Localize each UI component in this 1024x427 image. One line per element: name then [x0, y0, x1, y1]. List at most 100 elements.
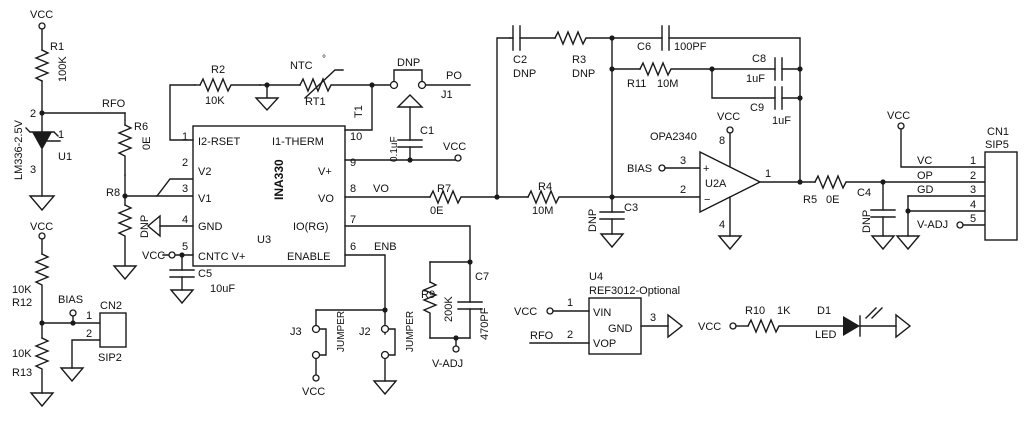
r1-ref: R1: [50, 41, 64, 53]
c5-value: 10uF: [210, 283, 235, 295]
u3-pin-num: 8: [350, 183, 356, 195]
r10-value: 1K: [777, 305, 791, 317]
r7-value: 0E: [430, 205, 443, 217]
r8-ref: R8: [106, 187, 120, 199]
u3-pin-num: 7: [350, 214, 356, 226]
cn2-connector: [99, 312, 127, 348]
u2a-part: OPA2340: [650, 131, 697, 143]
c3-capacitor: [599, 211, 625, 220]
cn1-connector: [984, 151, 1018, 241]
u2a-opamp: 3 2 + − U2A OPA2340 VCC 8 4 1: [650, 111, 816, 251]
u4-pin: 2: [567, 329, 573, 341]
c2-capacitor: [512, 25, 521, 51]
r12-resistor: [34, 253, 50, 324]
u1-pin2: 2: [30, 108, 36, 120]
r13-value: 10K: [12, 348, 32, 360]
vcc-label: VCC: [443, 141, 466, 153]
j1-label: PO: [446, 70, 462, 82]
ground-symbol: [28, 195, 56, 212]
ground-symbol: [717, 235, 743, 251]
u2a-ref: U2A: [705, 178, 727, 190]
ground-symbol: [59, 367, 85, 383]
ground-symbol: [254, 84, 280, 112]
d1-led: [843, 316, 860, 336]
j2-type: JUMPER: [405, 311, 416, 352]
u4-pin-name: VIN: [593, 307, 611, 319]
u2a-pin: 1: [765, 168, 771, 180]
c6-ref: C6: [637, 41, 651, 53]
u1-part: LM336-2.5V: [13, 119, 25, 180]
c2-ref: C2: [513, 54, 527, 66]
u3-part: INA330: [272, 159, 286, 200]
cn1-net: VC: [917, 155, 932, 167]
c2-value: DNP: [513, 68, 536, 80]
u3-pin-name: VO: [318, 193, 334, 205]
r11-ref: R11: [627, 78, 646, 90]
cn1-net: V-ADJ: [917, 219, 948, 231]
r5-resistor: [814, 174, 884, 190]
u3-pin-name: V+: [318, 166, 332, 178]
rt1-ref: RT1: [305, 96, 326, 108]
rfo-net-label: RFO: [530, 330, 554, 342]
r6-ref: R6: [134, 121, 148, 133]
cn2-pin: 1: [86, 310, 92, 322]
cn1-type: SIP5: [985, 139, 1009, 151]
c6-capacitor: [661, 25, 670, 51]
bias-label: BIAS: [58, 294, 83, 306]
cn1-ref: CN1: [987, 126, 1009, 138]
r2-ref: R2: [211, 64, 225, 76]
ground-symbol: [599, 233, 625, 249]
c7-value: 470PF: [479, 307, 491, 340]
cn2-ref: CN2: [100, 300, 122, 312]
rt1-type: NTC: [290, 60, 313, 72]
r12-value: 10K: [12, 284, 32, 296]
c5-capacitor: [169, 269, 195, 278]
u2a-pin: 2: [680, 184, 686, 196]
u1-ref: U1: [58, 151, 72, 163]
r6-value: 0E: [141, 137, 153, 150]
c1-ref: C1: [420, 125, 434, 137]
u3-pin-name: IO(RG): [293, 221, 328, 233]
cn1-net: OP: [917, 170, 933, 182]
u2a-pin: 8: [719, 135, 725, 147]
r13-ref: R13: [12, 367, 32, 379]
r3-resistor: [554, 30, 613, 46]
vcc-label: VCC: [698, 321, 721, 333]
r6-resistor: [117, 124, 133, 176]
c9-value: 1uF: [772, 115, 791, 127]
rfo-net-label: RFO: [102, 98, 126, 110]
c8-ref: C8: [752, 53, 766, 65]
r13-resistor: [34, 337, 50, 394]
vcc-label: VCC: [887, 110, 910, 122]
u2a-pin: 4: [719, 219, 725, 231]
u4-pin: 3: [650, 312, 656, 324]
cn1-pin: 4: [970, 199, 976, 211]
c1-value: 0.1uF: [389, 136, 400, 162]
c6-value: 100PF: [674, 41, 707, 53]
vadj-label: V-ADJ: [432, 358, 463, 370]
j2-ref: J2: [359, 326, 371, 338]
r11-value: 10M: [657, 78, 678, 90]
ground-symbol: [169, 289, 195, 305]
ground-symbol: [29, 392, 55, 408]
led-section: VCC R10 1K D1 LED: [698, 305, 912, 341]
j3-ref: J3: [290, 326, 302, 338]
c7-ref: C7: [475, 271, 489, 283]
rt1-pin: T1: [353, 105, 365, 118]
d1-ref: D1: [817, 305, 831, 317]
r3-value: DNP: [572, 68, 595, 80]
cn2-pin: 2: [86, 328, 92, 340]
r5-value: 0E: [826, 194, 839, 206]
u3-pin-num: 1: [182, 131, 188, 143]
u2a-plus-sign: +: [703, 163, 709, 175]
u3-ina330: INA330 U3 I2-RSET 1 V2 2 V1 3 GND 4 CNTC…: [146, 84, 362, 267]
r7-ref: R7: [437, 183, 451, 195]
ntc-section: R2 10K NTC ° RT1 T1 DNP PO J1 VCC C1 0.1…: [194, 54, 471, 163]
u4-ref: U4: [589, 271, 603, 283]
u3-pin-name: ENABLE: [287, 251, 330, 263]
vcc-label: VCC: [302, 386, 325, 398]
enable-jumpers: J3 JUMPER VCC J2 JUMPER: [290, 309, 416, 398]
ground-symbol: [396, 94, 424, 108]
u4-reference: U4 REF3012-Optional VIN GND VOP VCC 1 RF…: [514, 271, 684, 355]
vcc-label: VCC: [142, 250, 165, 262]
